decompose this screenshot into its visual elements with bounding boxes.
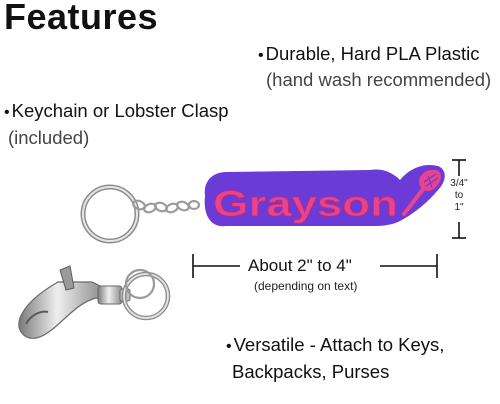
feature-versatile-line2: Backpacks, Purses (232, 361, 390, 382)
split-ring-icon (80, 184, 140, 244)
tag-base (204, 164, 445, 227)
tag-name-text: Grayson (213, 183, 398, 224)
lobster-clasp-icon (18, 265, 171, 339)
height-min: 3/4" (450, 178, 468, 189)
width-dimension-note: (depending on text) (254, 279, 358, 293)
bullet-icon: • (226, 338, 232, 355)
feature-versatile: •Versatile - Attach to Keys, (226, 332, 444, 359)
width-dimension-line (192, 254, 438, 278)
feature-keychain: •Keychain or Lobster Clasp (4, 98, 229, 125)
height-dimension-label: 3/4" to 1" (446, 178, 472, 214)
feature-durable: •Durable, Hard PLA Plastic (258, 41, 480, 68)
features-heading: Features (4, 0, 159, 37)
name-tag: Grayson (204, 164, 445, 227)
bullet-icon: • (4, 104, 10, 121)
chain-icon (132, 199, 201, 214)
height-to: to (454, 190, 464, 201)
feature-durable-line2: (hand wash recommended) (266, 69, 492, 90)
feature-durable-line1: Durable, Hard PLA Plastic (265, 43, 480, 64)
feature-versatile-line1: Versatile - Attach to Keys, (233, 334, 445, 355)
height-max: 1" (454, 202, 464, 213)
lacrosse-stick-icon (402, 169, 441, 216)
feature-keychain-line1: Keychain or Lobster Clasp (11, 100, 229, 121)
bullet-icon: • (258, 47, 264, 64)
height-dimension-bracket (452, 159, 466, 239)
width-dimension-label: About 2" to 4" (244, 256, 356, 276)
feature-keychain-line2: (included) (8, 127, 90, 148)
